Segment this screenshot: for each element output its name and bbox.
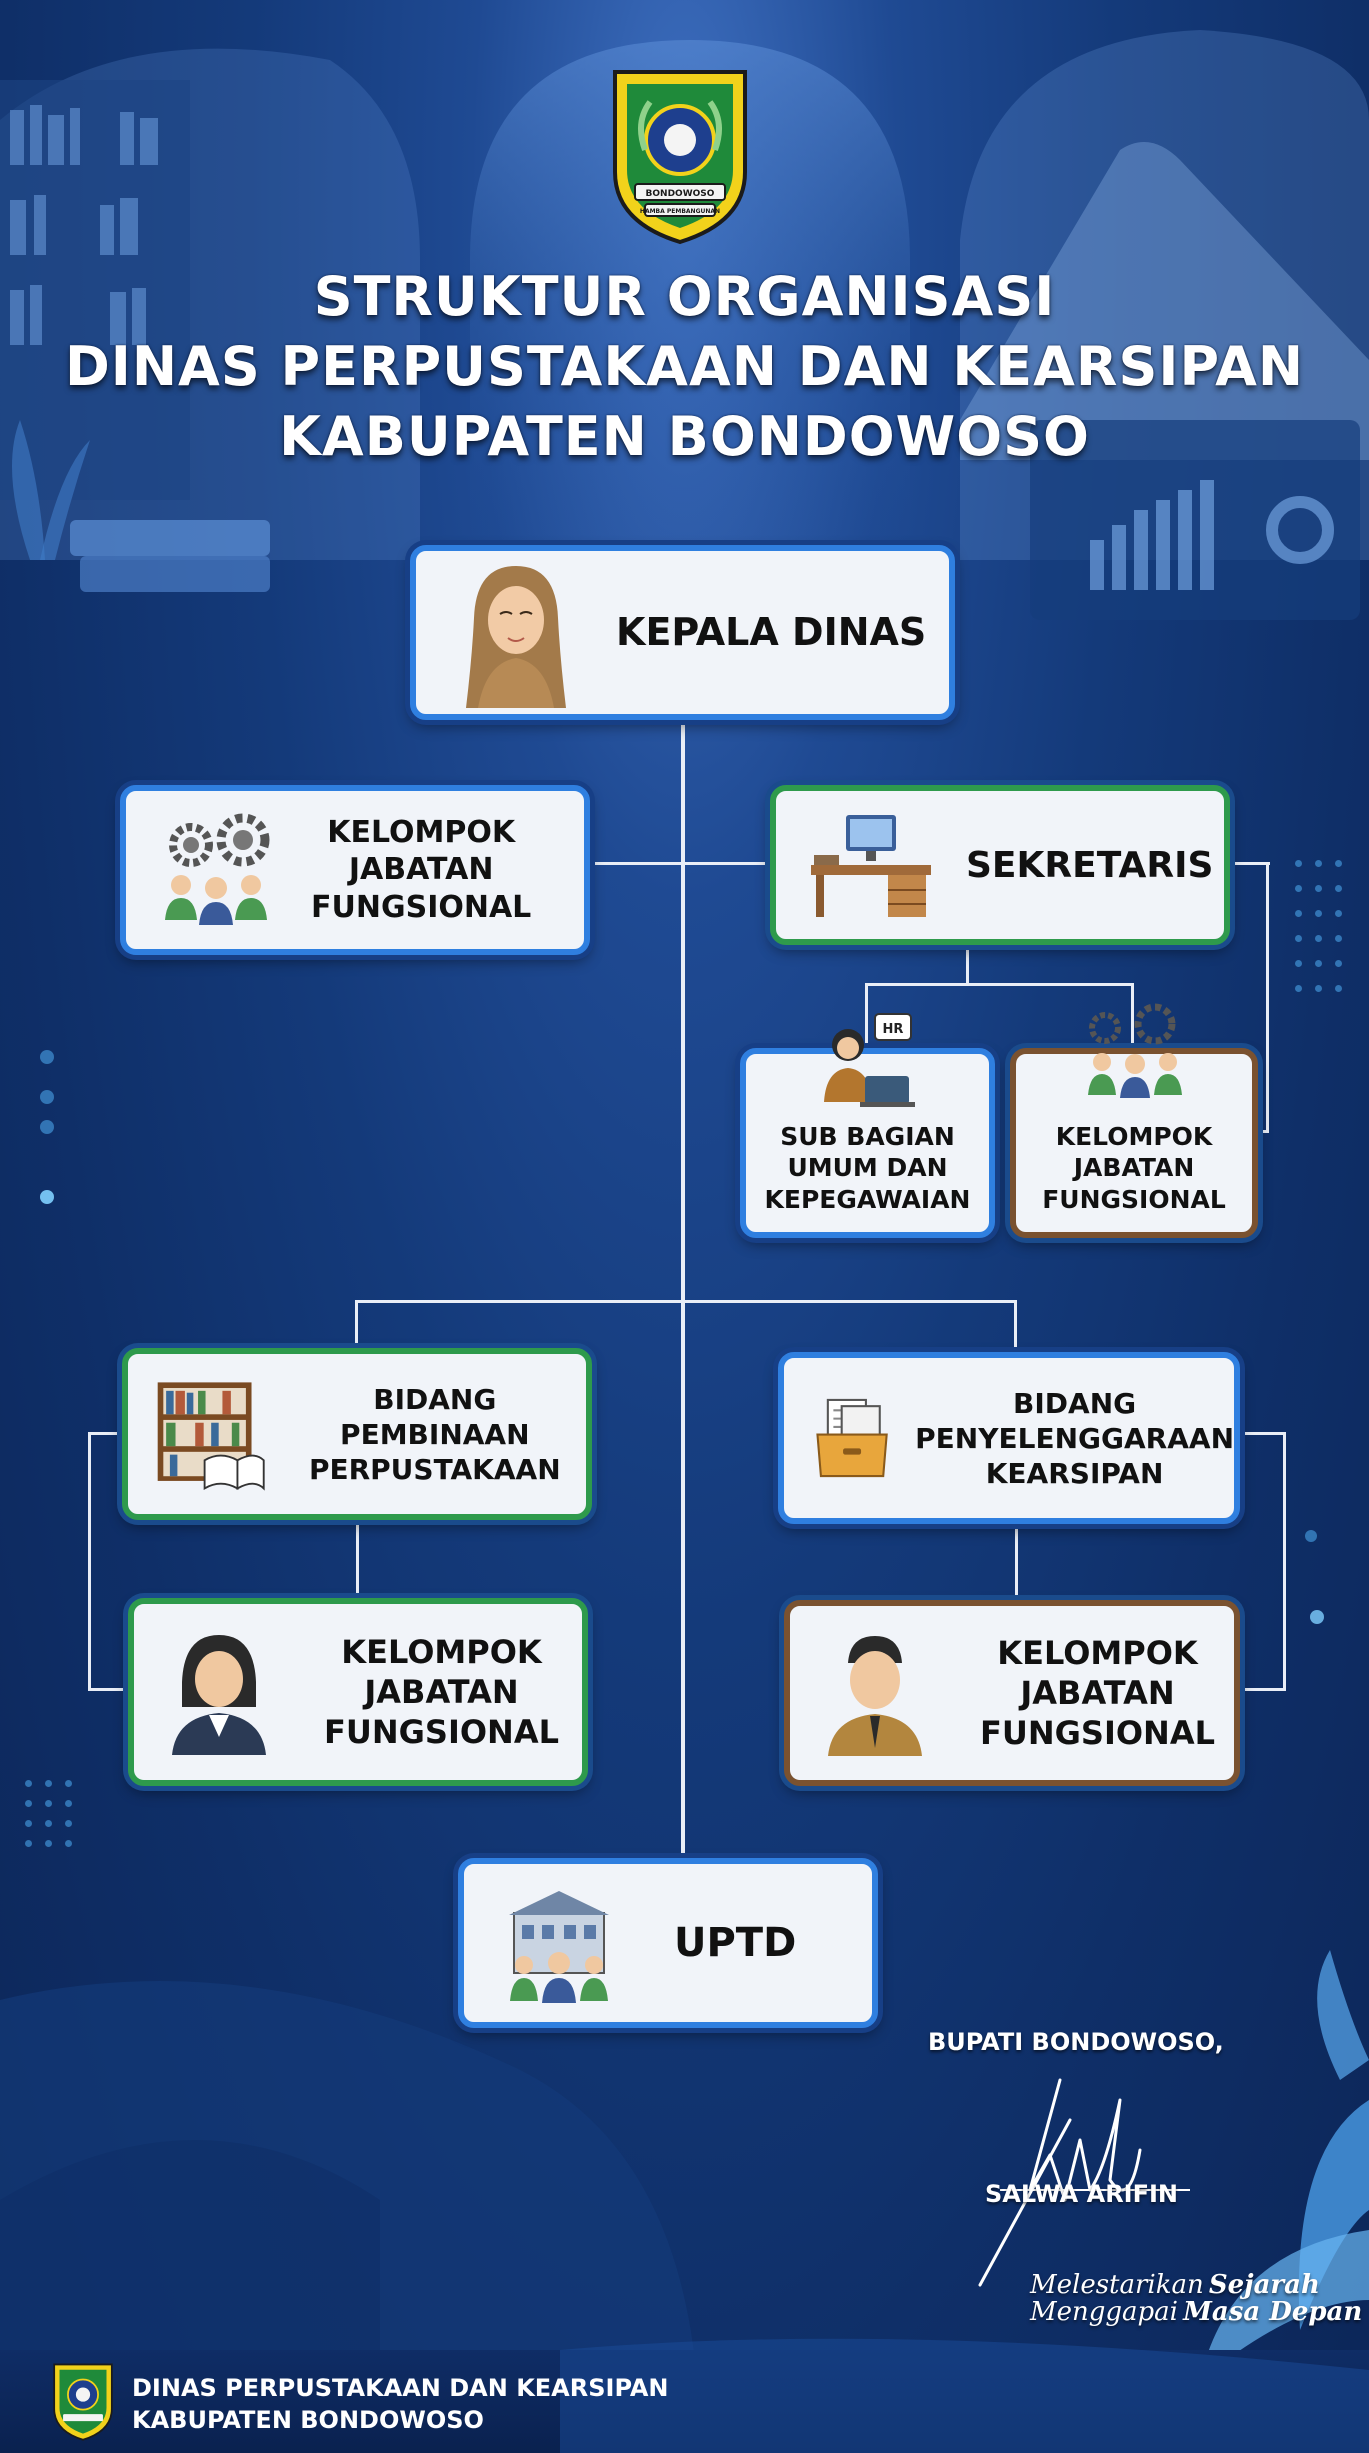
node-kepala-dinas[interactable]: KEPALA DINAS	[410, 545, 955, 720]
title-line-3: KABUPATEN BONDOWOSO	[279, 405, 1090, 468]
bidang-pembinaan-line2: PERPUSTAKAAN	[308, 1452, 561, 1486]
tagline: Melestarikan Sejarah Menggapai Masa Depa…	[1030, 2270, 1363, 2328]
node-kjf-kearsipan[interactable]: KELOMPOK JABATAN FUNGSIONAL	[784, 1600, 1240, 1786]
hr-badge-text: HR	[883, 1022, 904, 1037]
node-uptd[interactable]: UPTD	[458, 1858, 878, 2028]
team-gears-icon	[165, 813, 270, 925]
node-kjf-pembinaan[interactable]: KELOMPOK JABATAN FUNGSIONAL	[128, 1598, 588, 1786]
bookshelf-icon	[157, 1382, 265, 1491]
kjf-top-line1: KELOMPOK	[327, 814, 516, 850]
title-line-1: STRUKTUR ORGANISASI	[313, 265, 1056, 328]
hr-staff-icon: HR	[824, 1013, 915, 1107]
tagline-part1: Melestarikan	[1030, 2270, 1204, 2300]
kjf-kearsipan-line2: JABATAN	[1020, 1674, 1175, 1712]
signature-name: SALWA ARIFIN	[985, 2180, 1179, 2208]
bidang-pembinaan-line1: BIDANG PEMBINAAN	[340, 1382, 530, 1451]
sekretaris-label: SEKRETARIS	[966, 844, 1214, 886]
node-subbag-umum[interactable]: SUB BAGIAN UMUM DAN KEPEGAWAIAN	[740, 1048, 995, 1238]
man-staff-icon	[828, 1636, 922, 1756]
kjf-sekretariat-line1: KELOMPOK	[1055, 1122, 1213, 1152]
tagline-part3: Menggapai	[1030, 2297, 1179, 2328]
building-people-icon	[509, 1891, 609, 2003]
woman-hijab-icon	[466, 565, 566, 708]
uptd-label: UPTD	[674, 1920, 797, 1966]
kabupaten-logo: BONDOWOSO HAMBA PEMBANGUNAN	[613, 70, 747, 245]
woman-staff-icon	[172, 1635, 266, 1755]
kepala-dinas-label: KEPALA DINAS	[616, 609, 927, 654]
kjf-kearsipan-line3: FUNGSIONAL	[980, 1714, 1215, 1752]
logo-text-top: BONDOWOSO	[646, 189, 715, 199]
bidang-kearsipan-line3: KEARSIPAN	[985, 1456, 1164, 1490]
footer-logo	[53, 2363, 113, 2441]
kjf-pembinaan-line3: FUNGSIONAL	[324, 1713, 559, 1751]
title-line-2: DINAS PERPUSTAKAAN DAN KEARSIPAN	[64, 335, 1305, 398]
kjf-top-line3: FUNGSIONAL	[311, 889, 532, 925]
tagline-part2: Sejarah	[1208, 2270, 1320, 2300]
logo-text-bottom: HAMBA PEMBANGUNAN	[640, 208, 720, 215]
office-desk-icon	[811, 815, 931, 917]
kjf-kearsipan-line1: KELOMPOK	[997, 1634, 1198, 1672]
subbag-line3: KEPEGAWAIAN	[764, 1184, 971, 1214]
signature-scribble	[978, 2078, 1190, 2287]
bidang-kearsipan-line2: PENYELENGGARAAN	[915, 1421, 1234, 1455]
signature-title: BUPATI BONDOWOSO,	[928, 2028, 1224, 2056]
node-bidang-kearsipan[interactable]: BIDANG PENYELENGGARAAN KEARSIPAN	[778, 1352, 1240, 1524]
subbag-line2: UMUM DAN	[787, 1153, 948, 1183]
kjf-pembinaan-line1: KELOMPOK	[341, 1633, 542, 1671]
node-kjf-top[interactable]: KELOMPOK JABATAN FUNGSIONAL	[120, 785, 590, 955]
kjf-sekretariat-line2: JABATAN	[1073, 1153, 1195, 1183]
node-sekretaris[interactable]: SEKRETARIS	[770, 785, 1230, 945]
tagline-part4: Masa Depan	[1183, 2297, 1363, 2328]
subbag-line1: SUB BAGIAN	[780, 1122, 955, 1152]
footer-text: DINAS PERPUSTAKAAN DAN KEARSIPAN KABUPAT…	[132, 2372, 669, 2437]
archive-box-icon	[816, 1398, 888, 1478]
node-bidang-pembinaan[interactable]: BIDANG PEMBINAAN PERPUSTAKAAN	[122, 1348, 592, 1520]
team-gears-small-icon	[1088, 1003, 1182, 1098]
kjf-pembinaan-line2: JABATAN	[364, 1673, 519, 1711]
kjf-sekretariat-line3: FUNGSIONAL	[1042, 1184, 1226, 1214]
footer-line1: DINAS PERPUSTAKAAN DAN KEARSIPAN	[132, 2374, 669, 2402]
kjf-top-line2: JABATAN	[348, 852, 494, 888]
footer-line2: KABUPATEN BONDOWOSO	[132, 2406, 484, 2435]
bidang-kearsipan-line1: BIDANG	[1013, 1386, 1137, 1420]
node-kjf-sekretariat[interactable]: KELOMPOK JABATAN FUNGSIONAL	[1010, 1048, 1258, 1238]
